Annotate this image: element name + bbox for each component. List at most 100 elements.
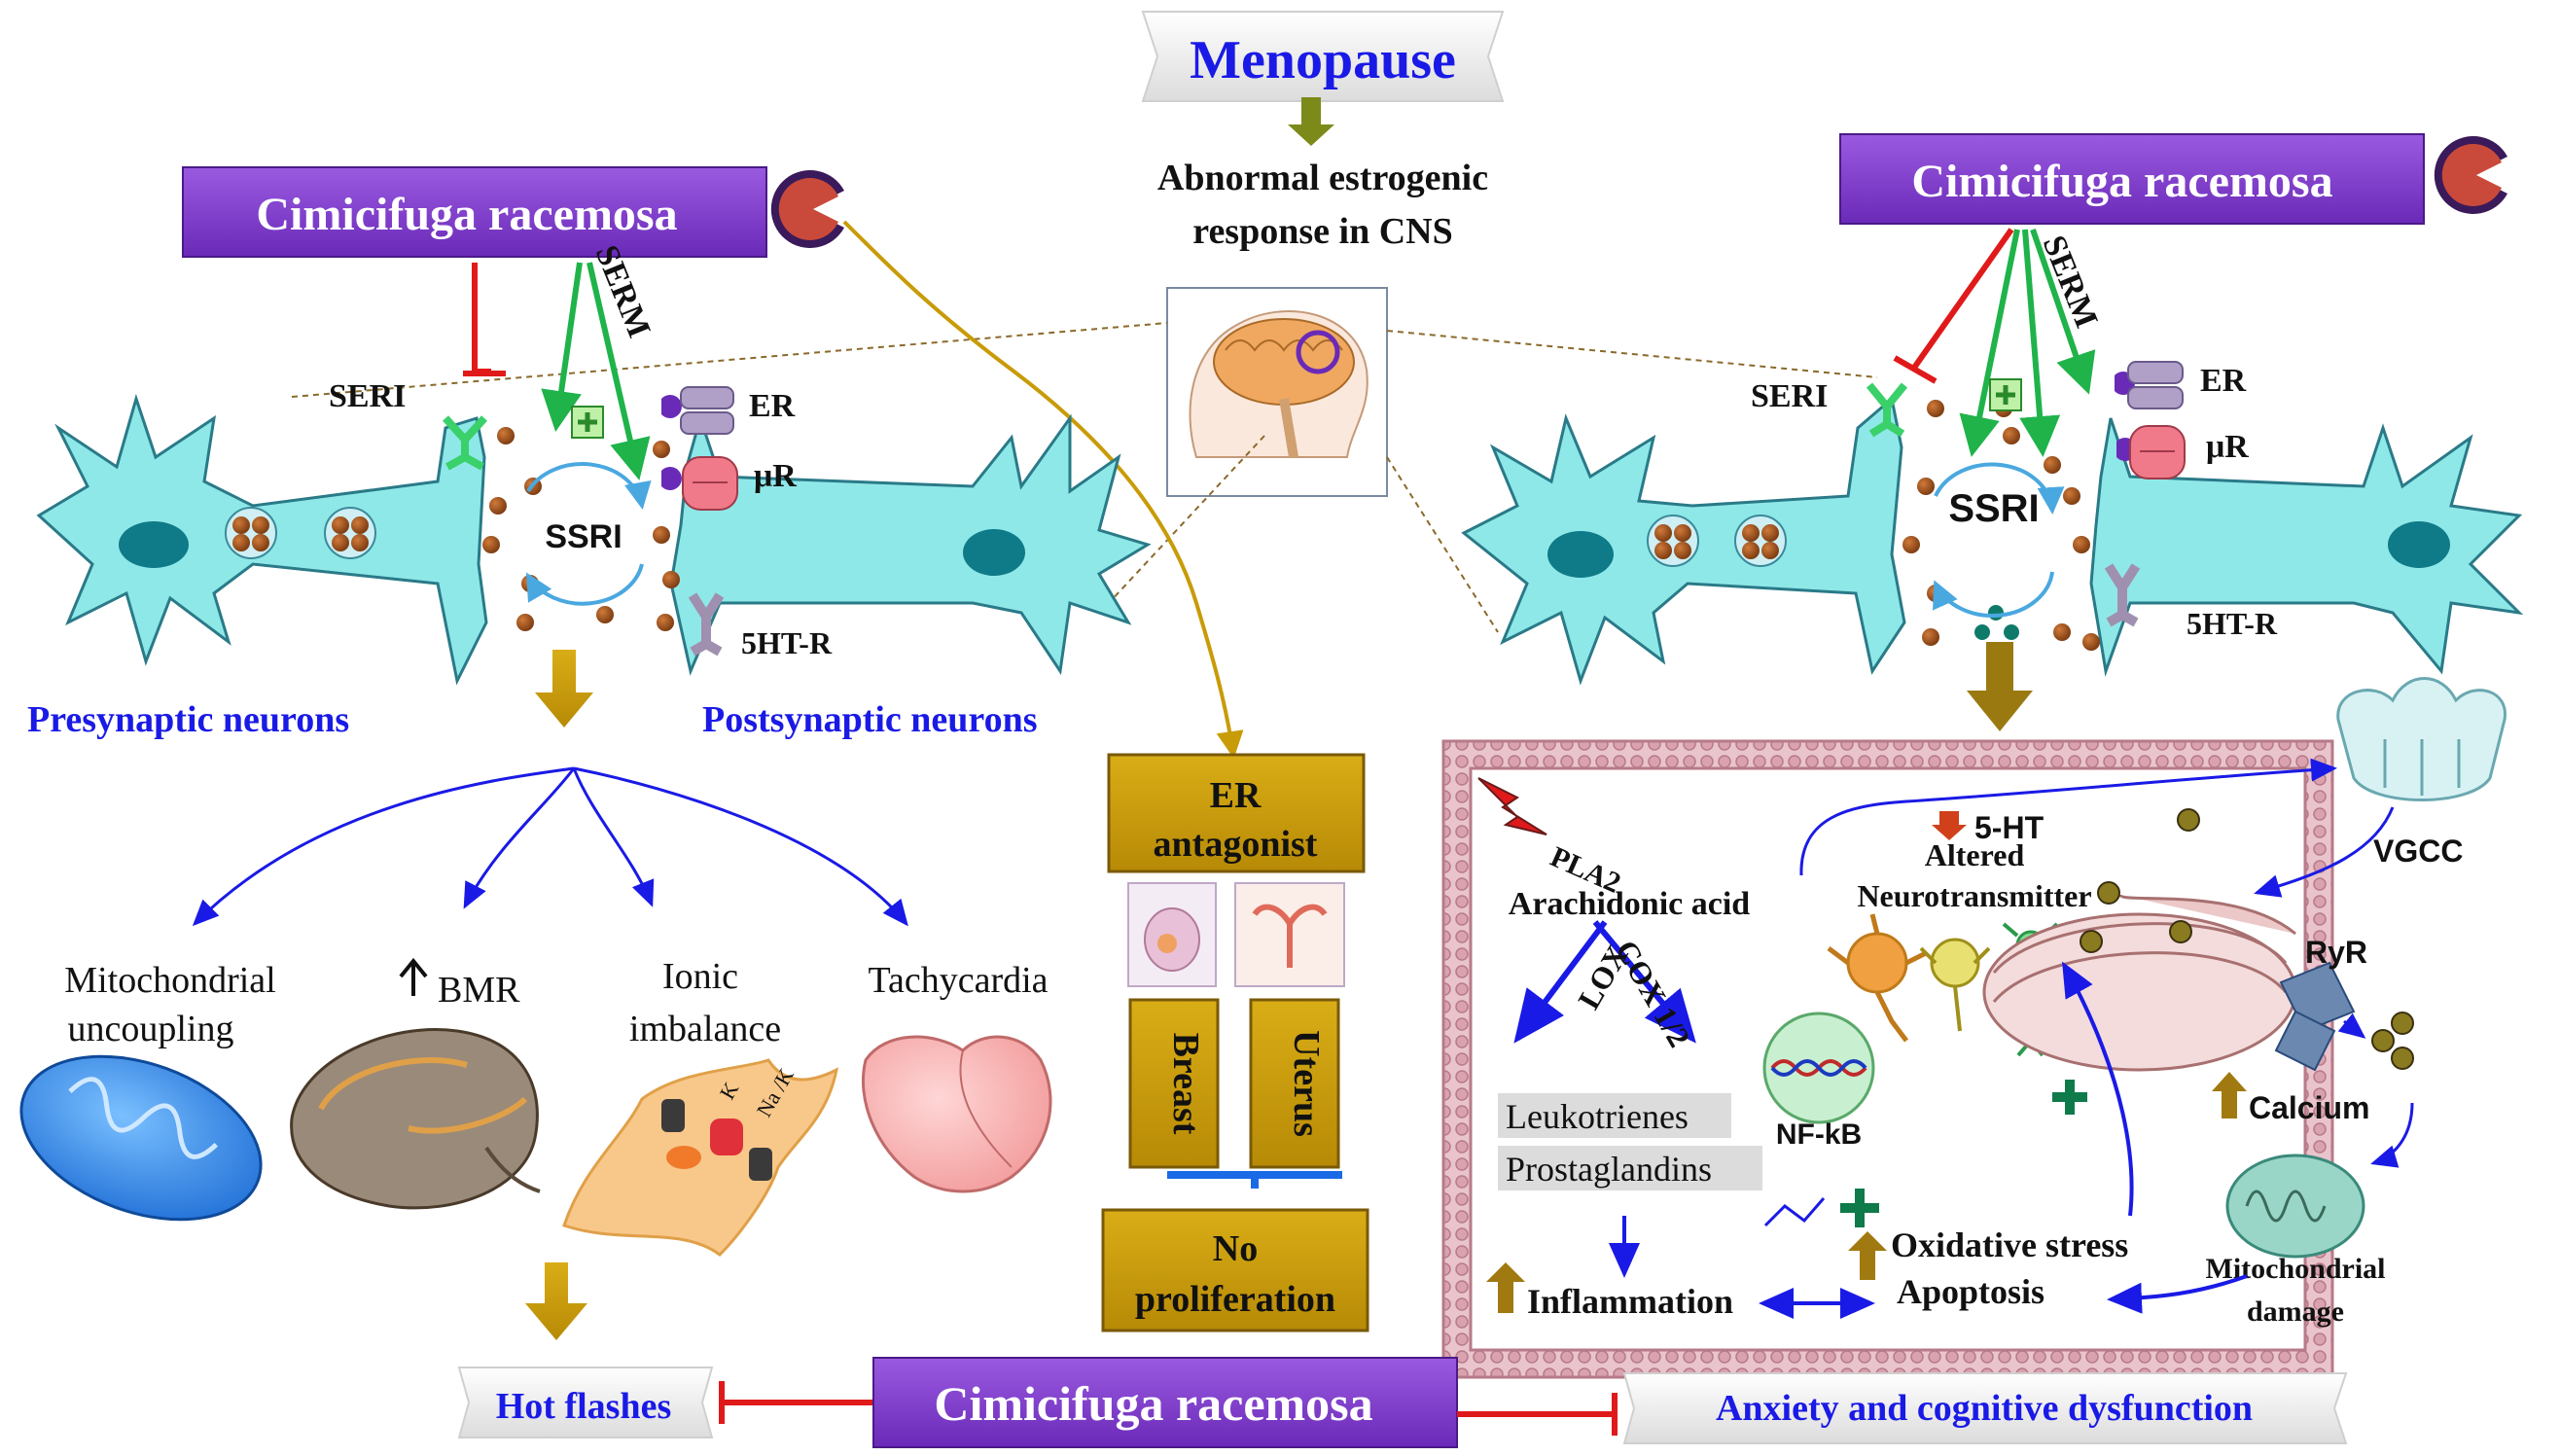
no-proliferation-box: No proliferation — [1101, 1208, 1369, 1332]
apoptosis-label: Apoptosis — [1897, 1272, 2044, 1311]
mitochondrion-icon — [19, 1054, 263, 1222]
mu-receptor-icon-left — [661, 456, 738, 511]
altered-line1: Altered — [1925, 837, 2025, 872]
ssri-cycle-bottom-right — [1933, 571, 2054, 618]
seri-label-right: SERI — [1751, 378, 1828, 414]
calcium-label: Calcium — [2249, 1090, 2369, 1125]
nfkb-label: NF-kB — [1776, 1119, 1862, 1151]
pacman-icon-left — [770, 170, 844, 248]
cimicifuga-bottom-box: Cimicifuga racemosa — [872, 1357, 1458, 1448]
seri-label-left: SERI — [329, 378, 406, 414]
er-antagonist-line1: ER — [1210, 775, 1262, 816]
mu-receptor-icon-right — [2116, 425, 2186, 479]
seri-transporter-icon-right — [1866, 382, 1908, 438]
down-arrow-5ht-icon — [1932, 811, 1967, 840]
heart-icon — [861, 1035, 1052, 1193]
cimicifuga-right-label: Cimicifuga racemosa — [1911, 156, 2332, 207]
endoplasmic-reticulum-icon — [1982, 893, 2297, 1072]
tachycardia-label: Tachycardia — [868, 960, 1048, 1001]
anxiety-label: Anxiety and cognitive dysfunction — [1716, 1388, 2253, 1429]
er-antagonist-line2: antagonist — [1154, 824, 1318, 865]
mito-uncoupling-line2: uncoupling — [68, 1009, 234, 1049]
mito-to-apoptosis-arrow — [2107, 1274, 2248, 1314]
presynaptic-label: Presynaptic neurons — [27, 699, 349, 740]
plus-icon-nfkb — [1840, 1189, 1879, 1227]
uterus-label: Uterus — [1286, 1030, 1327, 1137]
mur-label-right: μR — [2206, 429, 2249, 465]
calcium-dots — [2080, 808, 2414, 1070]
seri-inhibit-left — [472, 263, 491, 374]
hot-flashes-box: Hot flashes — [457, 1367, 714, 1438]
oxidative-label: Oxidative stress — [1891, 1225, 2128, 1264]
nfkb-link — [1763, 1197, 1826, 1227]
leukotrienes-bg — [1498, 1093, 1731, 1138]
merge-connector — [1167, 1171, 1342, 1189]
er-receptor-icon-left — [661, 386, 734, 435]
down-arrow-left — [535, 650, 593, 728]
altered-line2: Neurotransmitter — [1857, 878, 2091, 913]
no-prolif-line2: proliferation — [1135, 1279, 1335, 1320]
calcium-to-mito-arrow — [2370, 1102, 2414, 1168]
breast-label: Breast — [1165, 1033, 1206, 1135]
postsynaptic-neuron-left — [669, 412, 1152, 676]
to-vgcc-arrow — [1799, 758, 2337, 876]
nfkb-icon — [1762, 1012, 1875, 1124]
prostaglandins-bg — [1498, 1146, 1762, 1190]
er-antagonist-box: ER antagonist — [1107, 753, 1366, 873]
serm-arrows-right — [1959, 229, 2096, 457]
brain-head-icon — [1166, 287, 1388, 497]
ryr-channel-icon — [2274, 961, 2356, 1072]
abnormal-line2: response in CNS — [1192, 211, 1452, 252]
bmr-organ-icon — [290, 1028, 541, 1210]
uterus-image — [1234, 882, 1345, 987]
serm-arrows-left — [541, 262, 651, 480]
up-arrow-inflammation-icon — [1486, 1262, 1525, 1313]
up-arrow-calcium-icon — [2212, 1072, 2247, 1119]
up-arrow-oxidative-icon — [1848, 1231, 1887, 1280]
brain-connector-lines — [291, 322, 1878, 633]
mur-label-left: μR — [754, 458, 797, 494]
apoptosis-to-neuro-arrow — [2062, 961, 2134, 1217]
inhibit-bar-right — [1893, 355, 1938, 384]
ssri-cycle-top-left — [526, 462, 652, 510]
plus-icon-left — [571, 406, 604, 439]
plus-icon-neuro — [2052, 1080, 2087, 1115]
breast-image — [1127, 882, 1217, 987]
ssri-cycle-top-right — [1934, 462, 2065, 515]
cimicifuga-left-label: Cimicifuga racemosa — [256, 189, 677, 240]
ssri-cycle-bottom-left — [525, 563, 644, 606]
damaged-mitochondrion-icon — [2225, 1154, 2365, 1259]
leukotrienes-label: Leukotrienes — [1506, 1097, 1689, 1136]
ionic-line2: imbalance — [629, 1009, 781, 1049]
er-receptor-icon-right — [2115, 361, 2184, 409]
ssri-label-right: SSRI — [1948, 487, 2039, 530]
postsynaptic-label: Postsynaptic neurons — [702, 699, 1038, 740]
5htr-label-left: 5HT-R — [741, 625, 833, 660]
cimicifuga-bottom-label: Cimicifuga racemosa — [934, 1376, 1372, 1431]
effects-branch-arrows — [192, 766, 908, 927]
vgcc-label: VGCC — [2373, 834, 2463, 869]
ionic-line1: Ionic — [662, 956, 738, 997]
breast-box: Breast — [1128, 998, 1220, 1169]
pacman-icon-right — [2434, 136, 2507, 215]
plus-icon-right — [1989, 378, 2022, 411]
bmr-label: BMR — [438, 970, 520, 1011]
mito-damage-line2: damage — [2247, 1296, 2344, 1328]
abnormal-line1: Abnormal estrogenic — [1157, 158, 1488, 198]
ryr-label: RyR — [2305, 935, 2367, 970]
ryr-arrow — [2337, 1012, 2366, 1039]
down-arrow-icon — [1288, 97, 1334, 146]
5ht-receptor-icon-right — [2104, 563, 2141, 627]
er-label-left: ER — [749, 388, 796, 424]
serm-label-right: SERM — [2036, 231, 2105, 333]
ionic-cell-icon — [562, 1058, 839, 1257]
5ht-label: 5-HT — [1974, 810, 2044, 845]
ssri-label-left: SSRI — [545, 518, 622, 555]
cox-lox-arrows — [1513, 920, 1696, 1044]
mito-uncoupling-line1: Mitochondrial — [64, 960, 275, 1001]
vesicles-pre-right — [1647, 515, 1787, 567]
down-arrow-right — [1967, 642, 2033, 731]
vgcc-channel-icon — [2336, 677, 2507, 801]
